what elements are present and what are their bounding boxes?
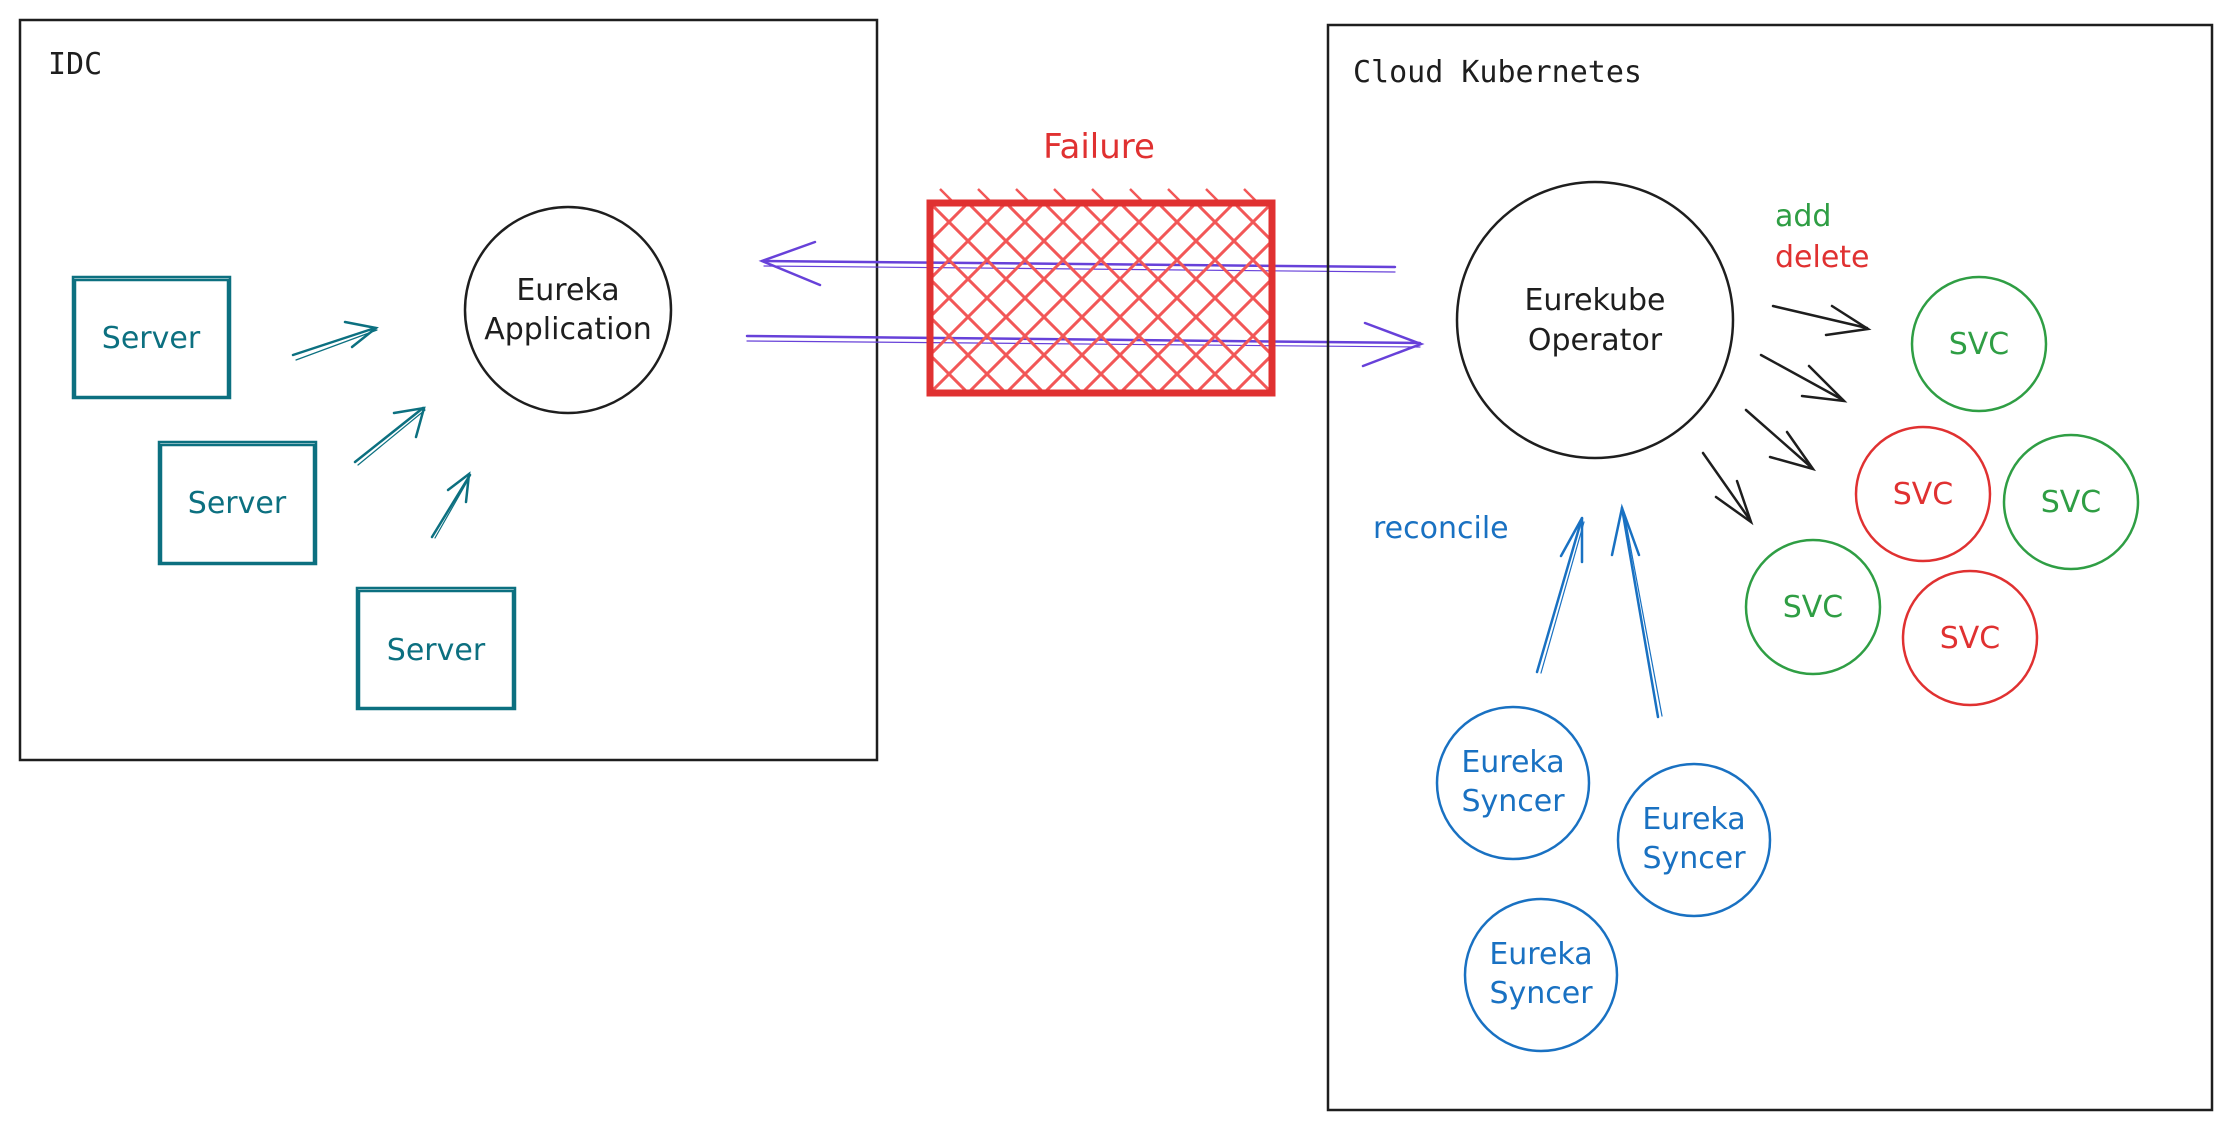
idc-title: IDC <box>48 47 102 82</box>
hatch-line <box>930 203 1046 320</box>
svc-label: SVC <box>1949 327 2010 362</box>
reconcile-label: reconcile <box>1373 511 1509 546</box>
operator-label-line2: Operator <box>1528 323 1663 358</box>
hatch-line <box>1156 276 1272 393</box>
delete-label: delete <box>1775 240 1870 275</box>
operator-to-svc-arrow <box>1744 408 1817 472</box>
server-box: Server <box>355 586 517 711</box>
cloud-title: Cloud Kubernetes <box>1353 55 1642 90</box>
svc-label: SVC <box>1893 477 1954 512</box>
app-label-line2: Application <box>484 312 652 347</box>
hatch-line <box>1194 314 1272 393</box>
svc-node: SVC <box>1744 538 1882 676</box>
hatch-line <box>1080 203 1272 393</box>
eureka-syncer-node: Eureka Syncer <box>1435 705 1591 861</box>
eureka-syncer-node: Eureka Syncer <box>1616 762 1772 918</box>
app-label-line1: Eureka <box>516 273 619 308</box>
hatch-line <box>1194 203 1272 282</box>
hatch-line <box>1004 203 1198 393</box>
eurekube-operator-node: Eurekube Operator <box>1455 180 1735 460</box>
operator-to-app-arrow <box>758 240 1397 287</box>
cloud-frame: Cloud Kubernetes <box>1326 23 2214 1112</box>
idc-frame: IDC <box>18 18 879 762</box>
hatch-line <box>930 390 932 393</box>
syncer-label-line1: Eureka <box>1461 745 1564 780</box>
svc-node: SVC <box>1854 425 1992 563</box>
syncer-label-line2: Syncer <box>1642 841 1746 876</box>
server-label: Server <box>102 321 201 356</box>
svc-label: SVC <box>1783 590 1844 625</box>
server-label: Server <box>387 633 486 668</box>
eureka-syncer-node: Eureka Syncer <box>1463 897 1619 1053</box>
app-to-operator-arrow <box>745 321 1425 368</box>
hatch-line <box>1118 238 1272 393</box>
hatch-line <box>930 203 970 244</box>
operator-label-line1: Eurekube <box>1524 283 1665 318</box>
svc-node: SVC <box>1901 569 2039 707</box>
hatch-line <box>930 203 1084 358</box>
svc-label: SVC <box>1940 621 2001 656</box>
svc-node: SVC <box>2002 433 2140 571</box>
failure-label: Failure <box>1043 127 1155 167</box>
hatch-line <box>930 314 1008 393</box>
syncer-to-operator-arrow <box>1535 516 1585 674</box>
operator-to-svc-arrow <box>1771 304 1872 337</box>
syncer-label-line2: Syncer <box>1461 784 1565 819</box>
hatch-line <box>966 203 1160 393</box>
hatch-line <box>930 352 970 393</box>
hatch-line <box>930 203 1122 393</box>
hatch-line <box>930 203 1008 282</box>
syncer-label-line1: Eureka <box>1489 937 1592 972</box>
eureka-application-node: Eureka Application <box>463 205 673 415</box>
server-box: Server <box>157 440 318 566</box>
hatch-line <box>1232 203 1272 244</box>
server-to-app-arrow <box>291 320 379 361</box>
syncer-label-line2: Syncer <box>1489 976 1593 1011</box>
hatch-line <box>930 203 932 206</box>
operator-to-svc-arrow <box>1759 353 1848 403</box>
syncer-to-operator-arrow <box>1610 503 1663 719</box>
failure-block <box>926 188 1276 397</box>
svc-node: SVC <box>1910 275 2048 413</box>
hatch-line <box>1042 203 1236 393</box>
add-label: add <box>1775 199 1831 234</box>
hatch-line <box>1232 352 1272 393</box>
server-to-app-arrow <box>430 471 472 539</box>
server-label: Server <box>188 486 287 521</box>
operator-to-svc-arrow <box>1701 451 1754 526</box>
server-box: Server <box>71 275 232 400</box>
server-to-app-arrow <box>353 406 426 466</box>
syncer-label-line1: Eureka <box>1642 802 1745 837</box>
svc-label: SVC <box>2041 485 2102 520</box>
